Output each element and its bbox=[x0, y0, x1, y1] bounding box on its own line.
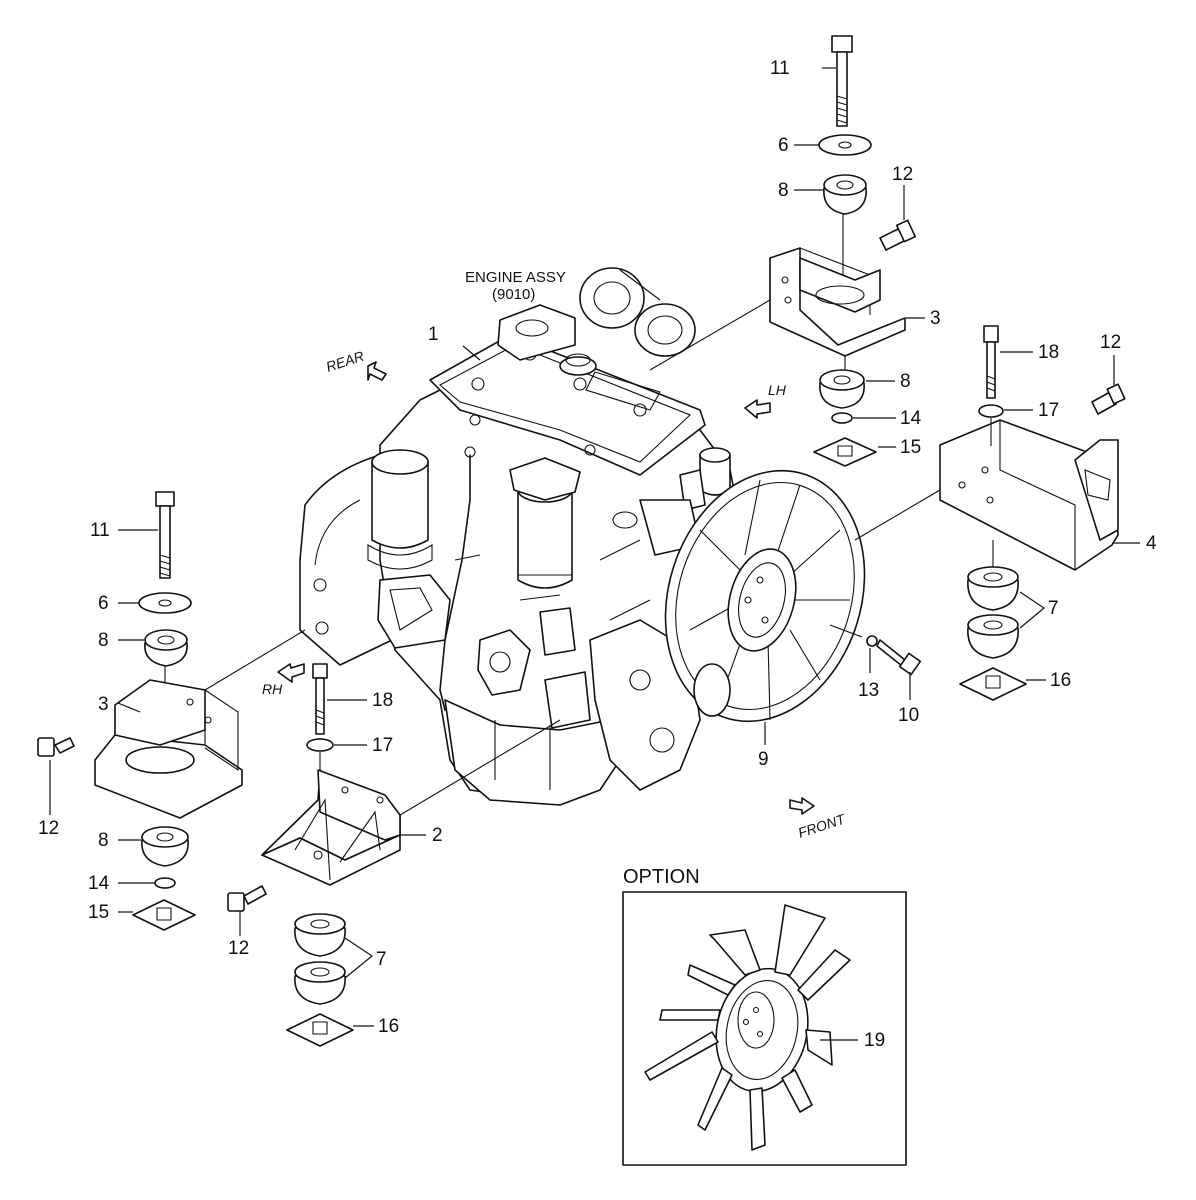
callout-12-right: 12 bbox=[1100, 332, 1121, 353]
lh-arrow-icon bbox=[744, 399, 771, 419]
callout-15-right: 15 bbox=[900, 437, 921, 458]
fuel-filter bbox=[367, 449, 433, 570]
turbocharger bbox=[579, 267, 696, 357]
mount-bracket-right bbox=[866, 325, 1126, 701]
callout-8-left: 8 bbox=[98, 630, 109, 651]
callout-3-right: 3 bbox=[930, 308, 941, 329]
leader-lines bbox=[49, 67, 1140, 1027]
labels: ENGINE ASSY (9010) REAR LH RH FRONT OPTI… bbox=[38, 58, 1157, 1051]
callout-2: 2 bbox=[432, 825, 443, 846]
front-label: FRONT bbox=[796, 810, 848, 841]
rh-label: RH bbox=[262, 681, 283, 697]
callout-17-mid: 17 bbox=[372, 735, 393, 756]
callout-18-mid: 18 bbox=[372, 690, 393, 711]
callout-7-left: 7 bbox=[376, 949, 387, 970]
callout-11-top: 11 bbox=[770, 58, 790, 79]
callout-12-top-right: 12 bbox=[892, 164, 913, 185]
callout-14-left: 14 bbox=[88, 873, 110, 894]
callout-19: 19 bbox=[864, 1030, 885, 1051]
engine-assy-label: ENGINE ASSY bbox=[465, 269, 566, 286]
rh-arrow-icon bbox=[277, 663, 305, 683]
oil-filter bbox=[509, 457, 581, 589]
option-title: OPTION bbox=[623, 866, 700, 888]
callout-15-left: 15 bbox=[88, 902, 109, 923]
cooling-fan bbox=[664, 469, 866, 723]
lh-label: LH bbox=[768, 382, 787, 398]
callout-16-right: 16 bbox=[1050, 670, 1071, 691]
callout-13: 13 bbox=[858, 680, 879, 701]
callout-6-left: 6 bbox=[98, 593, 109, 614]
mount-stack-left bbox=[37, 491, 243, 931]
callout-14-right: 14 bbox=[900, 408, 922, 429]
mount-stack-top-right bbox=[769, 35, 917, 467]
front-arrow-icon bbox=[789, 797, 815, 815]
callout-1: 1 bbox=[428, 324, 439, 345]
callout-4: 4 bbox=[1146, 533, 1157, 554]
callout-12-bottom: 12 bbox=[228, 938, 249, 959]
engine-assy-code: (9010) bbox=[492, 286, 535, 303]
callout-16-bottom: 16 bbox=[378, 1016, 399, 1037]
callout-8-top: 8 bbox=[778, 180, 789, 201]
callout-10: 10 bbox=[898, 705, 919, 726]
mount-bracket-center bbox=[227, 663, 401, 1047]
option-panel bbox=[622, 891, 907, 1166]
callout-9: 9 bbox=[758, 749, 769, 770]
engine-assembly bbox=[299, 267, 741, 806]
option-fan bbox=[644, 904, 851, 1151]
callout-17-right: 17 bbox=[1038, 400, 1059, 421]
callout-6-top: 6 bbox=[778, 135, 789, 156]
callout-18-right: 18 bbox=[1038, 342, 1059, 363]
callout-8-right: 8 bbox=[900, 371, 911, 392]
callout-12-left: 12 bbox=[38, 818, 59, 839]
callout-7-right: 7 bbox=[1048, 598, 1059, 619]
rear-arrow-icon bbox=[367, 361, 387, 381]
callout-8-lower-left: 8 bbox=[98, 830, 109, 851]
rear-label: REAR bbox=[324, 348, 366, 375]
direction-indicators bbox=[277, 361, 815, 815]
callout-3-left: 3 bbox=[98, 694, 109, 715]
callout-11-left: 11 bbox=[90, 520, 110, 541]
